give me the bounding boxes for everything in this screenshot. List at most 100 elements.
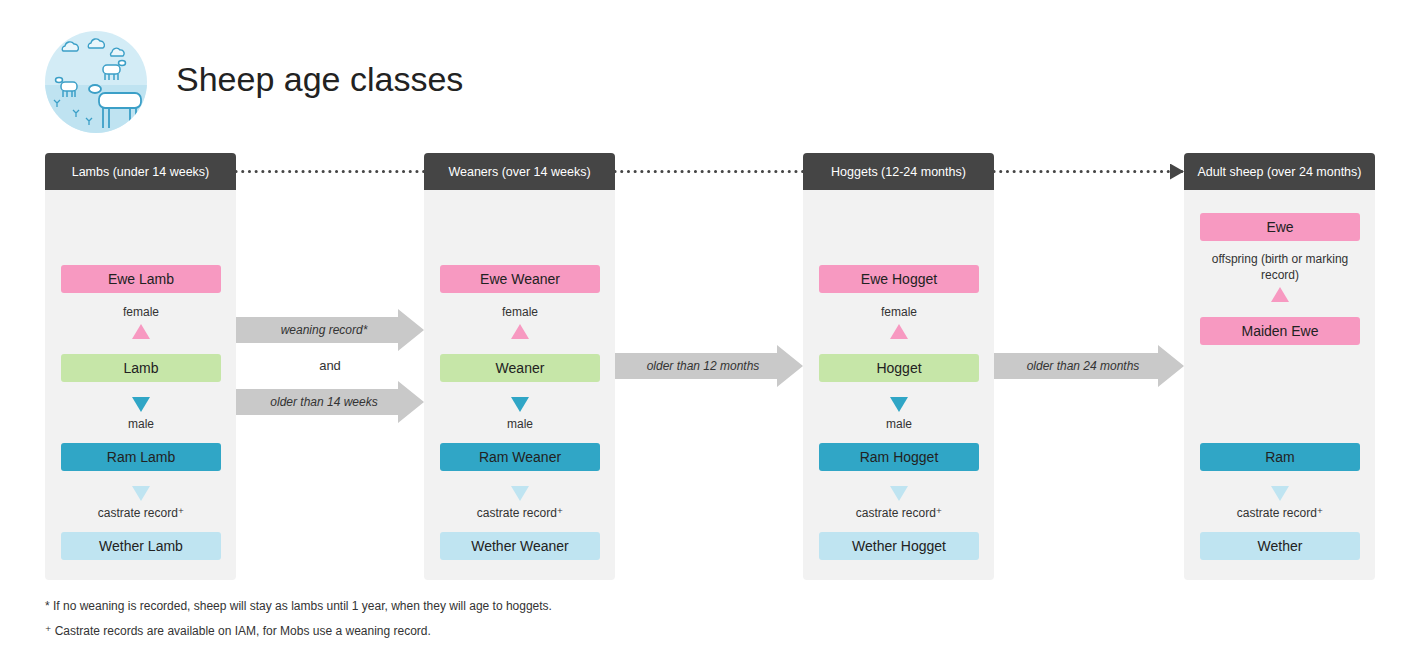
column-title: Lambs (under 14 weeks) [72,165,210,179]
timeline-connector [615,171,803,172]
class-box: Wether [1200,532,1360,560]
triangle-head [132,486,150,501]
connector-line [520,382,521,443]
connector-line [520,471,521,532]
connector-word: and [319,358,341,374]
relation-label: castrate record⁺ [1205,505,1355,521]
class-name: Ram Weaner [479,449,561,465]
class-name: Wether Weaner [471,538,569,554]
class-box: Ram Weaner [440,443,600,471]
class-change-arrow [890,471,908,532]
class-box: Ewe [1200,213,1360,241]
column-header: Hoggets (12-24 months) [803,153,994,190]
triangle-head [890,486,908,501]
sheep-body [61,82,77,91]
class-box: Hogget [819,354,979,382]
dotted-line [615,170,803,173]
column-title: Adult sheep (over 24 months) [1198,165,1362,179]
timeline-connector [994,171,1184,172]
triangle-head [1271,486,1289,501]
arrow-label: older than 14 weeks [270,394,377,410]
relation-label: female [824,304,974,320]
relation-label: male [824,416,974,432]
connector-line [141,293,142,354]
sheep-legs [103,108,136,128]
class-name: Ram Hogget [860,449,939,465]
timeline-connector [236,171,424,172]
class-change-arrow [132,471,150,532]
sheep-legs [63,91,75,97]
sheep-head [119,61,126,66]
transition-arrow [236,381,424,423]
relation-label: female [66,304,216,320]
transition-arrow [236,309,424,351]
dotted-line [236,170,424,173]
column-header: Lambs (under 14 weeks) [45,153,236,190]
footnote: ⁺ Castrate records are available on IAM,… [45,623,431,639]
sheep-body [103,65,120,74]
block-arrow [994,345,1184,387]
triangle-head [132,397,150,412]
connector-line [141,382,142,443]
connector-line [520,293,521,354]
triangle-head [132,324,150,339]
class-box: Ram Lamb [61,443,221,471]
connector-line [141,471,142,532]
relation-label: female [445,304,595,320]
class-box: Lamb [61,354,221,382]
class-change-arrow [890,293,908,354]
class-name: Ewe Lamb [108,271,174,287]
footnote: * If no weaning is recorded, sheep will … [45,598,552,614]
relation-label: male [445,416,595,432]
class-box: Ram Hogget [819,443,979,471]
sheep-body [99,93,141,108]
class-box: Weaner [440,354,600,382]
sheep-illustration [41,27,151,137]
arrow-label: older than 24 months [1027,358,1140,374]
connector-line [899,382,900,443]
triangle-head [890,324,908,339]
class-change-arrow [511,471,529,532]
cloud [111,48,124,56]
connector-line [1280,471,1281,532]
class-name: Ram [1265,449,1295,465]
class-box: Ewe Lamb [61,265,221,293]
column-title: Weaners (over 14 weeks) [448,165,590,179]
class-change-arrow [511,382,529,443]
class-name: Wether Hogget [852,538,946,554]
class-change-arrow [132,382,150,443]
relation-label: castrate record⁺ [66,505,216,521]
block-arrow [615,345,803,387]
dotted-line [994,170,1184,173]
class-change-arrow [890,382,908,443]
sheep-legs [105,74,118,80]
diagram-title: Sheep age classes [176,58,463,100]
class-name: Maiden Ewe [1241,323,1318,339]
class-box: Maiden Ewe [1200,317,1360,345]
class-name: Wether [1258,538,1303,554]
triangle-head [511,486,529,501]
cloud [62,42,78,51]
class-box: Ewe Weaner [440,265,600,293]
transition-arrow [994,345,1184,387]
sky [41,27,151,137]
relation-label: offspring (birth or marking record) [1205,251,1355,283]
transition-arrow [615,345,803,387]
column-header: Adult sheep (over 24 months) [1184,153,1375,190]
column-header: Weaners (over 14 weeks) [424,153,615,190]
class-name: Lamb [123,360,158,376]
class-change-arrow [511,293,529,354]
relation-label: male [66,416,216,432]
column-title: Hoggets (12-24 months) [831,165,966,179]
class-name: Wether Lamb [99,538,183,554]
illustration-group [41,27,151,137]
arrow-label: weaning record* [281,322,368,338]
block-arrow [236,381,424,423]
meadow [41,85,151,137]
class-change-arrow [132,293,150,354]
triangle-head [890,397,908,412]
class-name: Weaner [496,360,545,376]
relation-label: castrate record⁺ [824,505,974,521]
class-name: Hogget [876,360,921,376]
